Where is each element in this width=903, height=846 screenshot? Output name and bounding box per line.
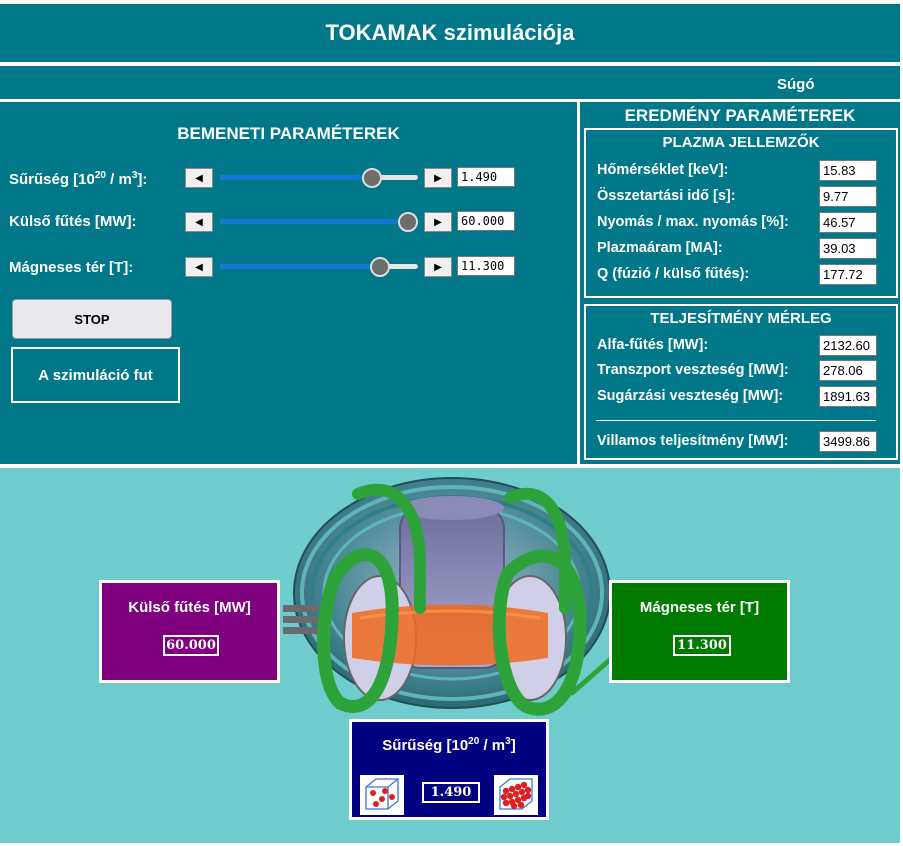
radiation-loss-value: 1891.63 [819, 386, 877, 407]
right-arrow-icon: ▶ [434, 261, 442, 273]
plasma-ring [352, 604, 548, 666]
field-slider-track[interactable] [220, 264, 418, 269]
toroidal-field-coils [317, 483, 615, 716]
results-panel-heading: EREDMÉNY PARAMÉTEREK [624, 106, 856, 125]
plasma-properties-box: PLAZMA JELLEMZŐK Hőmérséklet [keV]: 15.8… [584, 128, 898, 298]
left-arrow-icon: ◀ [195, 172, 203, 184]
input-panel-heading: BEMENETI PARAMÉTEREK [177, 124, 400, 143]
field-increase-button[interactable]: ▶ [424, 257, 452, 277]
confinement-time-value: 9.77 [819, 186, 877, 207]
radiation-loss-label: Sugárzási veszteség [MW]: [597, 388, 784, 404]
help-link[interactable]: Súgó [777, 76, 815, 93]
menu-bar: Súgó [0, 66, 900, 99]
density-slider-track[interactable] [220, 175, 418, 180]
heating-slider-fill [220, 219, 409, 224]
heating-value-field[interactable]: 60.000 [457, 211, 515, 231]
density-label-text: Sűrűség [10 [9, 171, 95, 188]
tokamak-illustration [283, 477, 615, 716]
tokamak-visualization: Külső fűtés [MW] 60.000 Mágneses tér [T]… [0, 468, 900, 843]
density-info-unit-exponent: 3 [505, 736, 511, 747]
alpha-heating-value: 2132.60 [819, 335, 877, 356]
heating-injector-pipes [283, 605, 318, 634]
field-decrease-button[interactable]: ◀ [185, 257, 213, 277]
power-divider [596, 420, 876, 421]
density-info-value: 1.490 [422, 782, 480, 803]
plasma-current-value: 39.03 [819, 238, 877, 259]
alpha-heating-label: Alfa-fűtés [MW]: [597, 337, 709, 353]
simulation-status: A szimuláció fut [11, 347, 180, 403]
density-label: Sűrűség [1020 / m3]: [9, 170, 147, 188]
temperature-label: Hőmérséklet [keV]: [597, 162, 729, 178]
density-slider-fill [220, 175, 373, 180]
high-density-cube-icon [494, 775, 538, 815]
electric-power-label: Villamos teljesítmény [MW]: [597, 433, 789, 449]
density-info-box: Sűrűség [1020 / m3] 1.490 [349, 719, 549, 820]
input-parameters-panel: BEMENETI PARAMÉTEREK Sűrűség [1020 / m3]… [0, 102, 577, 464]
heating-info-value: 60.000 [163, 635, 219, 656]
heating-label: Külső fűtés [MW]: [9, 213, 137, 230]
density-label-exponent: 20 [94, 170, 106, 181]
density-label-end: ]: [137, 171, 148, 188]
plasma-heading: PLAZMA JELLEMZŐK [662, 134, 820, 151]
left-arrow-icon: ◀ [195, 216, 203, 228]
heating-increase-button[interactable]: ▶ [424, 212, 452, 232]
pressure-value: 46.57 [819, 212, 877, 233]
electric-power-value: 3499.86 [819, 431, 877, 452]
field-slider-thumb[interactable] [370, 257, 391, 277]
confinement-time-label: Összetartási idő [s]: [597, 188, 736, 204]
heating-slider-track[interactable] [220, 219, 418, 224]
pressure-label: Nyomás / max. nyomás [%]: [597, 214, 789, 230]
density-value-field[interactable]: 1.490 [457, 167, 515, 187]
heating-decrease-button[interactable]: ◀ [185, 212, 213, 232]
plasma-current-label: Plazmaáram [MA]: [597, 240, 723, 256]
density-info-unit: / m [479, 737, 506, 754]
field-info-value: 11.300 [673, 635, 731, 656]
density-slider-thumb[interactable] [362, 168, 383, 188]
q-factor-label: Q (fúzió / külső fűtés): [597, 266, 750, 282]
stop-button[interactable]: STOP [12, 299, 172, 339]
density-label-unit-exponent: 3 [131, 170, 138, 181]
density-decrease-button[interactable]: ◀ [185, 168, 213, 188]
q-factor-value: 177.72 [819, 264, 877, 285]
low-density-cube-icon [360, 775, 404, 815]
density-info-title-end: ] [510, 737, 516, 754]
heating-info-title: Külső fűtés [MW] [128, 599, 251, 616]
density-label-unit: / m [106, 171, 132, 188]
transport-loss-label: Transzport veszteség [MW]: [597, 362, 789, 378]
results-panel: EREDMÉNY PARAMÉTEREK PLAZMA JELLEMZŐK Hő… [580, 102, 900, 464]
left-arrow-icon: ◀ [195, 261, 203, 273]
density-info-title-text: Sűrűség [10 [382, 737, 469, 754]
power-heading: TELJESÍTMÉNY MÉRLEG [650, 310, 832, 327]
field-value-field[interactable]: 11.300 [457, 256, 515, 276]
field-info-box: Mágneses tér [T] 11.300 [609, 580, 790, 683]
transport-loss-value: 278.06 [819, 360, 877, 381]
density-info-exponent: 20 [468, 736, 480, 747]
heating-slider-thumb[interactable] [398, 212, 419, 232]
temperature-value: 15.83 [819, 160, 877, 181]
right-arrow-icon: ▶ [434, 172, 442, 184]
density-info-title: Sűrűség [1020 / m3] [352, 736, 546, 754]
density-increase-button[interactable]: ▶ [424, 168, 452, 188]
right-arrow-icon: ▶ [434, 216, 442, 228]
app-title-bar: TOKAMAK szimulációja [0, 4, 900, 62]
field-slider-fill [220, 264, 381, 269]
heating-info-box: Külső fűtés [MW] 60.000 [99, 580, 280, 683]
app-title: TOKAMAK szimulációja [325, 20, 575, 45]
field-info-title: Mágneses tér [T] [639, 599, 760, 616]
power-balance-box: TELJESÍTMÉNY MÉRLEG Alfa-fűtés [MW]: 213… [584, 304, 898, 460]
field-label: Mágneses tér [T]: [9, 259, 134, 276]
